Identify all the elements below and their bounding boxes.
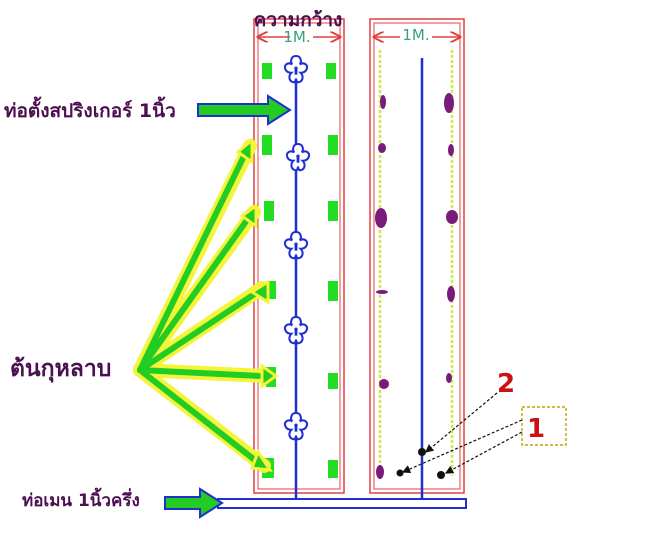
callout-2-leaders [425,392,498,453]
rose-flower-icon [283,315,309,345]
rose-label: ต้นกุหลาบ [10,356,111,383]
main-pipe-label: ท่อเมน 1นิ้วครึ่ง [22,487,140,511]
callout-2-number: 2 [497,369,515,399]
purple-emitter-dots [375,93,458,479]
rose-flower-icon [285,142,311,172]
valve-points [396,448,445,479]
rose-flower-icon [283,54,309,84]
right-planting-bed [369,18,465,494]
rose-flower-icon [283,230,309,260]
rose-flower-icon [283,411,309,441]
width-title: ความกว้าง [254,9,343,31]
left-planting-bed [253,18,345,494]
rose-pointer-arrows [133,136,279,473]
callout-1-number: 1 [527,414,545,444]
main-pipe-arrow [164,487,224,519]
main-pipe [217,498,467,509]
left-width-label: 1M. [283,28,310,46]
callout-1-leaders [401,419,523,474]
drip-lines [378,50,454,476]
sprinkler-pipe-label: ท่อตั้งสปริงเกอร์ 1นิ้ว [4,96,176,122]
right-width-label: 1M. [402,26,429,44]
callout-1-box [521,406,567,446]
sprinkler-arrow [197,94,292,126]
